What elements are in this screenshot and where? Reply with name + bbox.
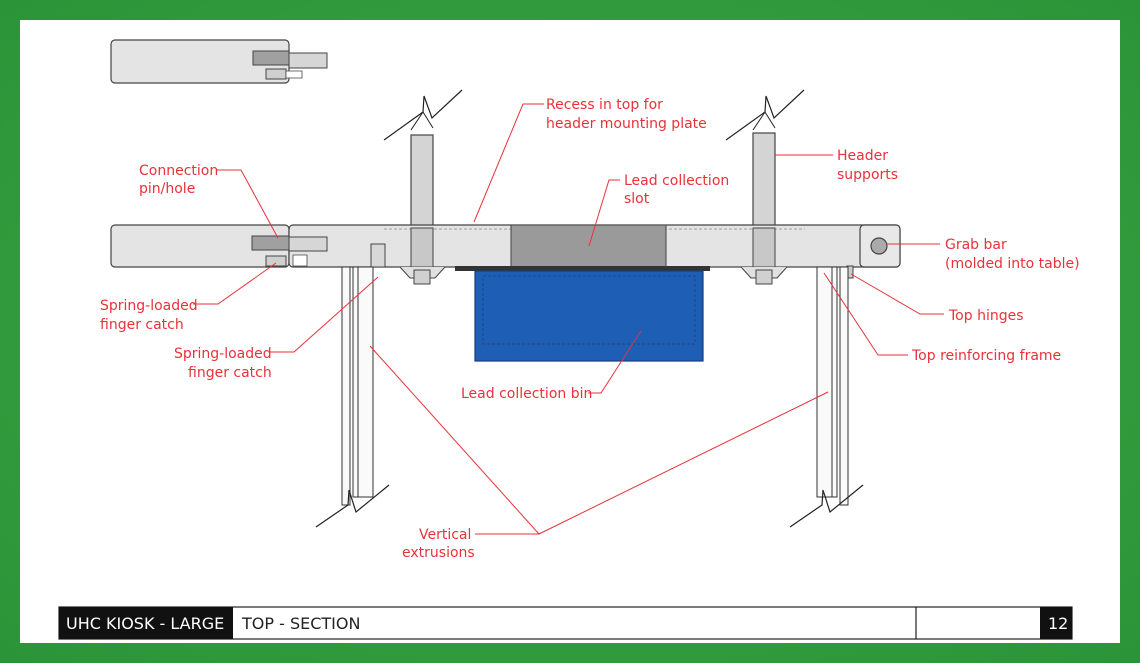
lead-collection-bin (474, 270, 704, 362)
svg-text:Grab bar: Grab bar (945, 237, 1007, 253)
view-title: TOP - SECTION (241, 614, 360, 633)
svg-text:finger catch: finger catch (100, 317, 184, 333)
svg-text:finger catch: finger catch (188, 365, 272, 381)
label-grab-bar: Grab bar (molded into table) (945, 237, 1080, 272)
leader-lines (193, 103, 944, 535)
label-finger-catch-2: Spring-loaded finger catch (174, 346, 272, 381)
label-top-hinges: Top hinges (948, 308, 1024, 324)
page-number: 12 (1048, 614, 1068, 633)
title-bar: UHC KIOSK - LARGE TOP - SECTION 12 (58, 606, 1073, 640)
project-title: UHC KIOSK - LARGE (66, 614, 224, 633)
label-finger-catch-1: Spring-loaded finger catch (100, 298, 198, 333)
label-header-supports: Header supports (837, 148, 898, 183)
svg-text:slot: slot (624, 191, 650, 207)
table-top (110, 224, 901, 268)
svg-text:Spring-loaded: Spring-loaded (100, 298, 198, 314)
svg-text:header mounting plate: header mounting plate (546, 116, 707, 132)
label-vertical-extrusions: Vertical extrusions (402, 527, 475, 561)
label-top-frame: Top reinforcing frame (911, 348, 1061, 364)
svg-text:extrusions: extrusions (402, 545, 475, 561)
svg-text:(molded into table): (molded into table) (945, 256, 1080, 272)
svg-text:Lead collection: Lead collection (624, 173, 729, 189)
svg-text:pin/hole: pin/hole (139, 181, 195, 197)
svg-text:Recess in top for: Recess in top for (546, 97, 663, 113)
svg-text:Header: Header (837, 148, 888, 164)
svg-text:Connection: Connection (139, 163, 218, 179)
svg-text:Vertical: Vertical (419, 527, 471, 543)
label-recess: Recess in top for header mounting plate (546, 97, 707, 132)
label-connection-pin: Connection pin/hole (139, 163, 218, 197)
label-lead-slot: Lead collection slot (624, 173, 729, 207)
label-lead-bin: Lead collection bin (461, 386, 592, 402)
vertical-extrusion-right (789, 266, 864, 528)
svg-text:Spring-loaded: Spring-loaded (174, 346, 272, 362)
svg-text:supports: supports (837, 167, 898, 183)
inset-detail (110, 39, 328, 84)
vertical-extrusion-left (315, 266, 390, 528)
